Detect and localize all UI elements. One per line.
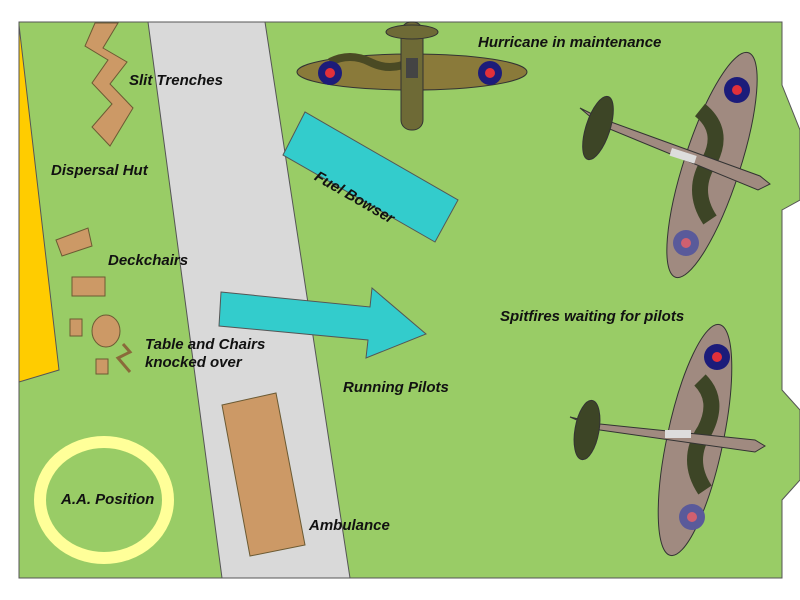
slit-trenches [84, 22, 134, 147]
hurricane-label: Hurricane in maintenance [478, 34, 662, 51]
running-pilots-label: Running Pilots [343, 379, 449, 396]
deckchair [71, 276, 106, 297]
ambulance-label: Ambulance [309, 517, 390, 534]
dispersal-hut-label: Dispersal Hut [51, 162, 148, 179]
knocked-over-chair [115, 343, 133, 373]
running-pilots-arrow [218, 287, 427, 359]
spitfire-aircraft [579, 51, 771, 279]
slit-trenches-label: Slit Trenches [129, 72, 223, 89]
deckchairs-label: Deckchairs [108, 252, 189, 269]
table [91, 314, 121, 348]
spitfire-aircraft [569, 323, 766, 557]
table-chairs-label-2: knocked over [145, 354, 242, 371]
chair [95, 358, 109, 375]
dispersal-hut [18, 24, 60, 383]
aa-position-label: A.A. Position [61, 491, 155, 508]
deckchair [55, 227, 93, 257]
spitfires-label: Spitfires waiting for pilots [500, 308, 685, 325]
ambulance [221, 392, 306, 557]
table-chairs-label-1: Table and Chairs [145, 336, 266, 353]
hurricane-aircraft [296, 21, 528, 131]
aa-position-ring [34, 436, 174, 564]
chair [69, 318, 83, 337]
fuel-bowser [282, 111, 459, 243]
